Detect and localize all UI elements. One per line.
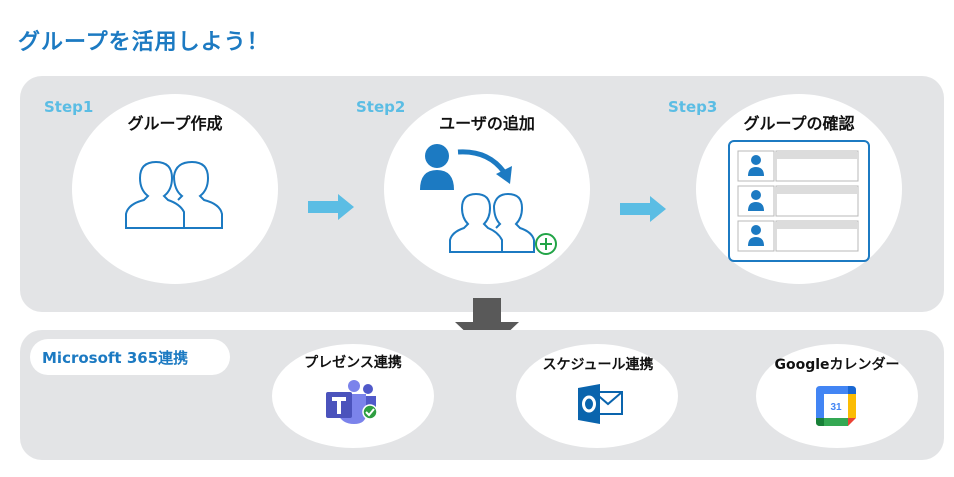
presence-integration-title: プレゼンス連携 [304, 355, 402, 371]
outlook-icon [578, 384, 623, 424]
step1-circle [72, 94, 278, 284]
google-calendar-title: Googleカレンダー [774, 357, 900, 373]
right-arrow-icon [620, 196, 666, 222]
microsoft365-badge [30, 339, 230, 375]
step3-title: グループの確認 [743, 114, 855, 133]
step1-label: Step1 [44, 98, 94, 116]
group-icon [125, 160, 223, 229]
teams-icon [326, 380, 378, 424]
step1-title: グループ作成 [127, 114, 223, 133]
schedule-integration-title: スケジュール連携 [542, 357, 654, 373]
step2-title: ユーザの追加 [439, 114, 535, 133]
microsoft365-label: Microsoft 365連携 [42, 349, 189, 367]
google-calendar-icon: 31 [816, 386, 856, 426]
calendar-date: 31 [830, 402, 842, 413]
add-user-icon [420, 144, 557, 255]
step2-label: Step2 [356, 98, 406, 116]
member-list-icon [728, 140, 870, 262]
step3-label: Step3 [668, 98, 718, 116]
down-arrow-icon [455, 298, 519, 352]
right-arrow-icon [308, 194, 354, 220]
page-title: グループを活用しよう！ [18, 30, 270, 55]
